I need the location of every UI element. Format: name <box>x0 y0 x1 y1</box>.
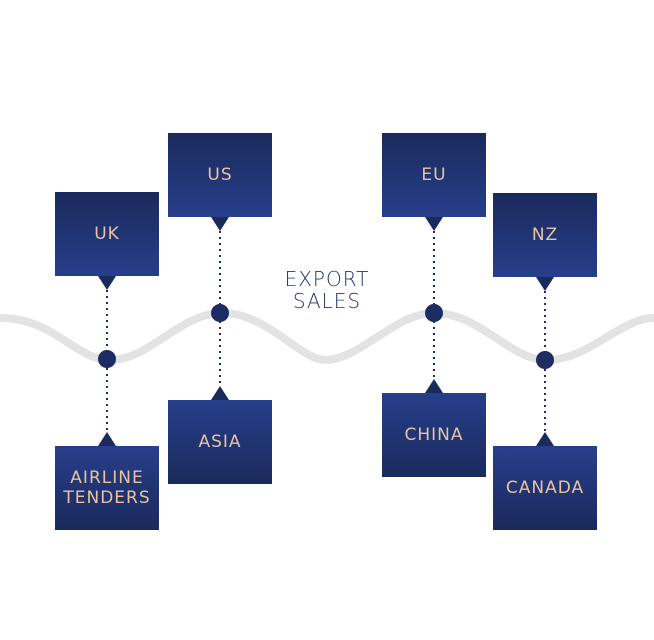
pointer-asia <box>211 386 229 400</box>
dot-us <box>211 304 229 322</box>
pointer-eu <box>425 217 443 231</box>
node-canada-label: CANADA <box>505 478 585 498</box>
center-title-line2: SALES <box>292 289 362 313</box>
node-airline-tenders: AIRLINE TENDERS <box>55 446 159 530</box>
pointer-airline <box>98 432 116 446</box>
dot-eu <box>425 304 443 322</box>
pointer-china <box>425 379 443 393</box>
node-airline-line2: TENDERS <box>63 488 151 508</box>
node-nz-label: NZ <box>531 225 559 245</box>
dot-uk <box>98 350 116 368</box>
node-airline-line1: AIRLINE <box>70 468 144 488</box>
node-uk-label: UK <box>94 224 120 244</box>
wave-line <box>0 308 654 365</box>
pointer-us <box>211 217 229 231</box>
node-canada: CANADA <box>493 446 597 530</box>
node-asia-label: ASIA <box>198 432 242 452</box>
center-title-line1: EXPORT <box>284 267 370 291</box>
node-eu: EU <box>382 133 486 217</box>
node-asia: ASIA <box>168 400 272 484</box>
pointer-nz <box>536 277 554 291</box>
dot-nz <box>536 351 554 369</box>
node-china-label: CHINA <box>404 425 464 445</box>
pointer-uk <box>98 276 116 290</box>
pointer-canada <box>536 432 554 446</box>
node-us: US <box>168 133 272 217</box>
node-china: CHINA <box>382 393 486 477</box>
node-nz: NZ <box>493 193 597 277</box>
node-us-label: US <box>207 165 233 185</box>
node-uk: UK <box>55 192 159 276</box>
node-eu-label: EU <box>421 165 447 185</box>
center-title: EXPORT SALES <box>227 268 427 312</box>
